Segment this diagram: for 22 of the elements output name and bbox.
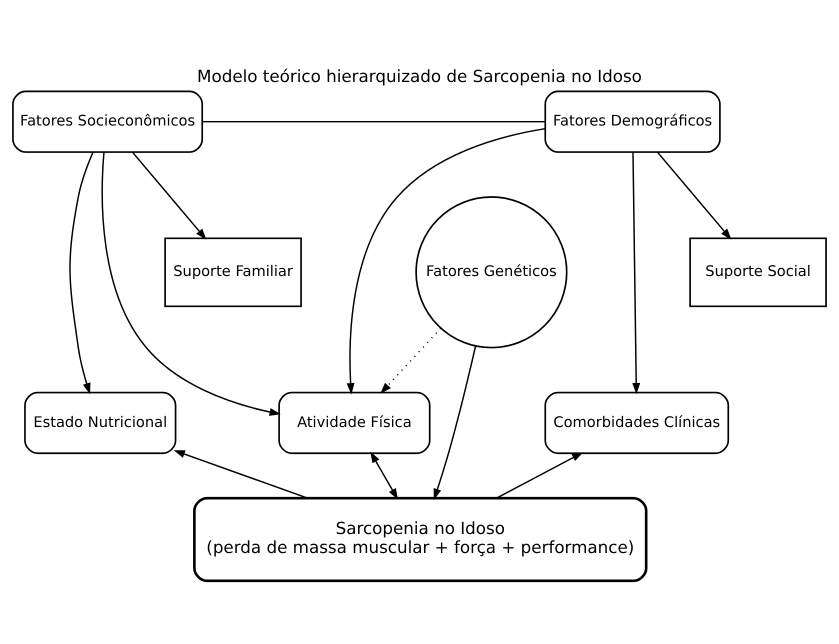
arrow <box>496 452 584 498</box>
node-box: Sarcopenia no Idoso (perda de massa muscular + força + performance) <box>193 496 648 582</box>
arrow <box>174 450 308 498</box>
arrow <box>380 327 442 394</box>
node-circle: Fatores Genéticos <box>415 196 568 348</box>
node-box: Fatores Socieconômicos <box>12 90 204 152</box>
node-box: Suporte Familiar <box>164 236 302 307</box>
arrow <box>346 127 546 394</box>
arrow <box>656 151 732 240</box>
node-box: Estado Nutricional <box>24 391 176 454</box>
arrow <box>69 152 94 394</box>
node-box: Suporte Social <box>689 236 827 307</box>
arrow <box>370 451 398 500</box>
arrow <box>434 345 476 500</box>
arrow <box>632 152 640 394</box>
diagram-title: Modelo teórico hierarquizado de Sarcopenia no Idoso <box>197 65 642 86</box>
arrow <box>132 151 206 240</box>
node-box: Comorbidades Clínicas <box>544 391 730 454</box>
arrow <box>102 152 281 416</box>
node-box: Atividade Física <box>278 391 431 454</box>
node-box: Fatores Demográficos <box>544 90 721 152</box>
connector <box>202 120 546 122</box>
